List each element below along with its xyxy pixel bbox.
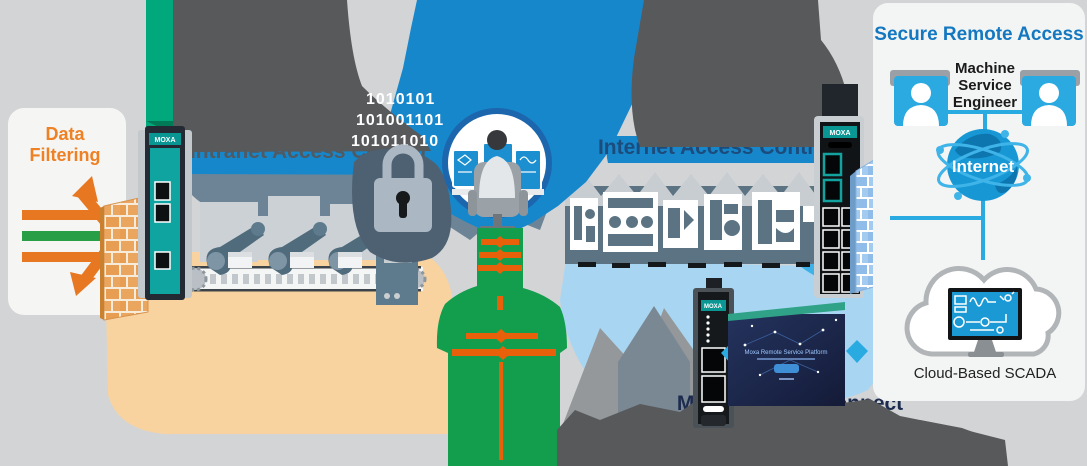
svg-text:Service: Service	[958, 77, 1011, 94]
control-room-circle	[442, 108, 552, 238]
dark-blob-right	[631, 0, 848, 147]
mountain-dark	[618, 306, 690, 434]
boxes-on-belt	[228, 252, 362, 268]
svg-text:Machine: Machine	[955, 60, 1015, 77]
padlock-icon	[374, 144, 432, 232]
diamond-right	[846, 340, 868, 363]
internet-label: Internet	[952, 157, 1015, 176]
control-room-operator	[468, 130, 528, 238]
engineer-icon-right	[1020, 70, 1080, 126]
billboard-title: Moxa Remote Service Platform	[744, 350, 827, 356]
moxa-logo: MOXA	[704, 304, 723, 310]
moxa-gateway: MOXA	[693, 278, 734, 428]
svg-text:1010101: 1010101	[366, 91, 435, 108]
machine-icons	[574, 198, 794, 246]
machines-row	[565, 172, 817, 268]
engineer-icon-left	[890, 70, 950, 126]
cloud-scada-label: Cloud-Based SCADA	[914, 365, 1057, 382]
scada-cloud	[904, 266, 1062, 357]
svg-text:Engineer: Engineer	[953, 94, 1017, 111]
firewall-brick-wall-left	[100, 195, 149, 321]
green-banner	[146, 0, 173, 134]
channel-rungs	[452, 236, 556, 460]
dark-blob-left	[172, 0, 431, 152]
svg-text:101001101: 101001101	[356, 112, 444, 129]
moxa-router-left: MOXA	[138, 126, 192, 300]
moxa-logo: MOXA	[830, 130, 851, 137]
data-filtering-title: Data Filtering	[29, 124, 101, 166]
mrc-billboard: Moxa Remote Service Platform	[728, 302, 845, 406]
svg-text:101011010: 101011010	[351, 133, 439, 150]
secure-remote-title: Secure Remote Access	[874, 24, 1083, 45]
tan-factory-floor	[105, 252, 452, 434]
mse-label: Machine Service Engineer	[953, 60, 1017, 111]
dark-blob-corner	[890, 420, 1004, 466]
internet-globe: Internet	[936, 129, 1031, 201]
moxa-logo: MOXA	[155, 137, 176, 144]
